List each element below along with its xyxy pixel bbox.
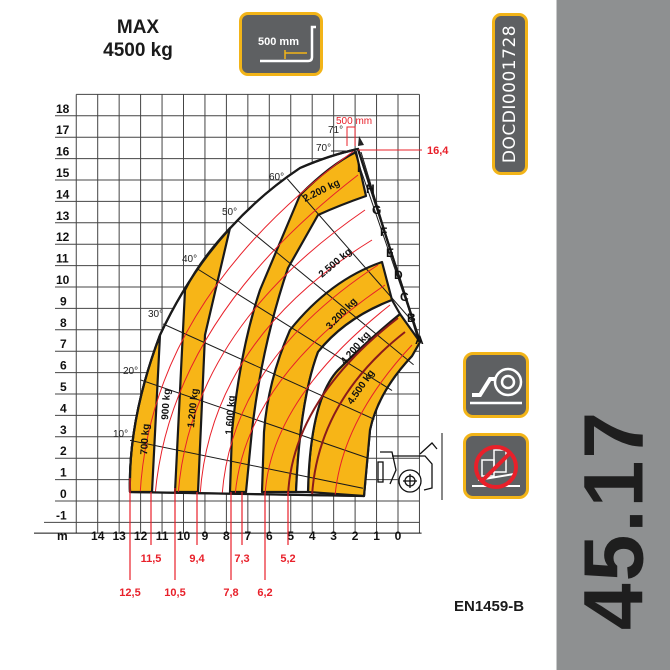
reach-arcs [139,150,413,496]
ext-B: B [407,311,416,325]
y-tick: 7 [60,337,67,351]
ext-I: I [357,161,360,175]
y-tick: 13 [56,209,70,223]
outriggers-icon-box [463,352,529,418]
max-capacity-value: 4500 kg [103,40,173,61]
load-center-label: 500 mm [258,36,299,48]
standard-label: EN1459-B [454,598,525,615]
y-tick: 18 [56,102,70,116]
ext-F: F [380,225,387,239]
y-tick: 10 [56,273,70,287]
y-tick: 3 [60,423,67,437]
y-tick: 5 [60,380,67,394]
ext-C: C [400,290,409,304]
y-tick: 14 [56,187,70,201]
x-tick: 9 [202,529,209,543]
angle-60: 60° [269,172,284,183]
zone-2200kg [228,150,368,494]
ext-A: A [415,333,424,347]
zone-label-700: 700 kg [139,423,152,455]
load-center-badge: 500 mm [239,12,323,76]
y-tick: 2 [60,444,67,458]
angle-70: 70° [316,143,331,154]
y-tick: 17 [56,123,70,137]
y-tick: 6 [60,359,67,373]
no-tyres-stabilizers-icon [472,445,520,489]
fork-offset-label: 500 mm [336,116,372,127]
x-tick: 0 [395,529,402,543]
y-tick: -1 [56,508,67,522]
angle-20: 20° [123,366,138,377]
no-tyres-icon-box [463,433,529,499]
ext-D: D [394,268,403,282]
zone-label-1600: 1.600 kg [224,395,238,435]
x-tick: 7 [245,529,252,543]
angle-30: 30° [148,309,163,320]
model-side-panel: 45.17 [556,0,670,670]
max-height-value: 16,4 [427,145,449,157]
y-tick: 15 [56,166,70,180]
x-tick: 5 [287,529,294,543]
x-tick: 1 [373,529,380,543]
x-tick: 12 [134,529,148,543]
y-tick: 16 [56,145,70,159]
reach-10-5: 10,5 [164,587,185,599]
y-tick: 8 [60,316,67,330]
y-tick: 0 [60,487,67,501]
reach-11-5: 11,5 [141,553,162,565]
y-tick: 4 [60,401,67,415]
ext-H: H [366,182,375,196]
reach-6-2: 6,2 [257,587,272,599]
zone-label-1200: 1.200 kg [186,388,201,428]
x-tick: 3 [330,529,337,543]
angle-50: 50° [222,207,237,218]
max-label: MAX [116,17,160,38]
ext-G: G [372,203,381,217]
x-tick: 11 [156,529,169,543]
load-zones [128,147,422,498]
angle-71: 71° [328,125,343,136]
x-tick: 14 [91,529,105,543]
angle-40: 40° [182,254,197,265]
reach-9-4: 9,4 [189,553,205,565]
max-height-annotation: 500 mm 16,4 [336,116,449,157]
reach-7-3: 7,3 [234,553,249,565]
zone-label-900: 900 kg [160,388,173,420]
y-tick: 12 [56,230,70,244]
x-tick: 2 [352,529,359,543]
angle-10: 10° [113,429,128,440]
y-tick: 11 [56,252,69,266]
outriggers-icon [470,367,523,405]
reach-7-8: 7,8 [223,587,238,599]
reach-markers [129,478,289,580]
reach-5-2: 5,2 [280,553,295,565]
x-tick: 10 [177,529,191,543]
reach-12-5: 12,5 [119,587,140,599]
x-tick: 6 [266,529,273,543]
y-tick: 1 [60,466,67,480]
x-tick: 8 [223,529,230,543]
x-axis-unit: m [57,529,68,543]
x-tick: 4 [309,529,316,543]
document-code-badge: DOCDI0001728 [492,13,528,175]
fork-icon: 500 mm [258,25,316,63]
x-tick: 13 [112,529,126,543]
machine-icon [377,433,443,500]
max-capacity-title: MAX 4500 kg [88,16,188,62]
y-tick: 9 [60,294,67,308]
ext-E: E [386,246,394,260]
